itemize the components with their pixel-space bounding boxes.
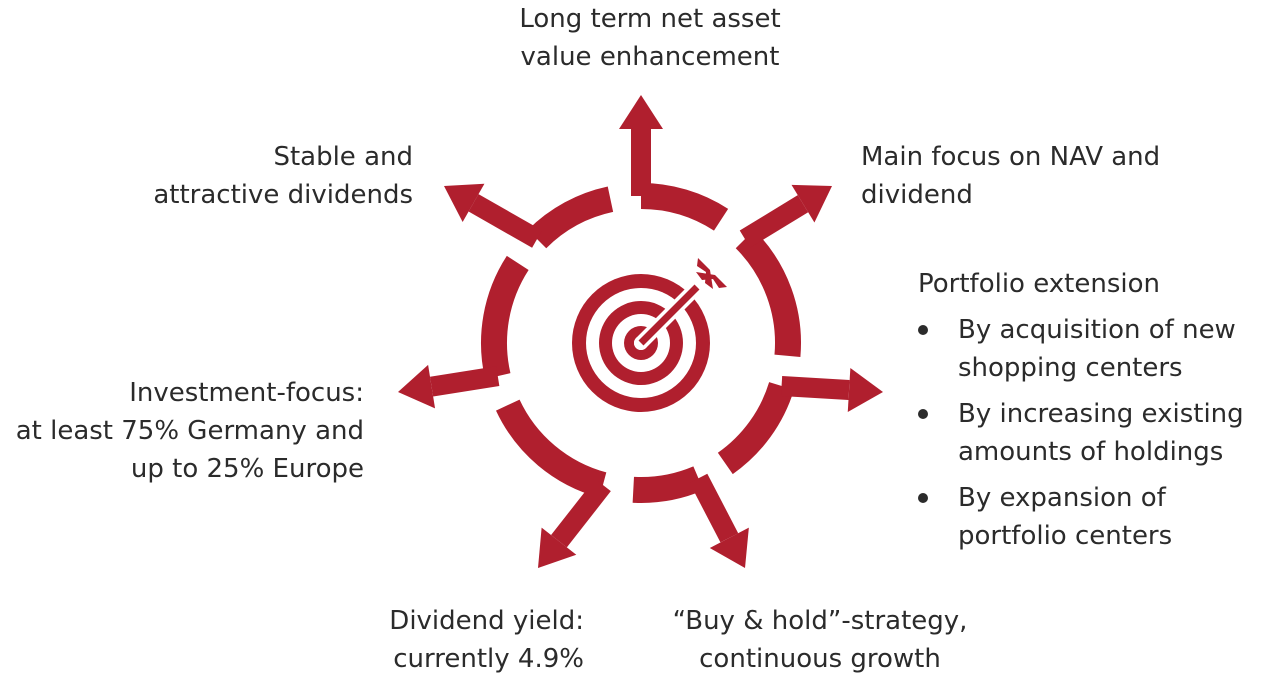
label-top-left-line-1: Stable and <box>273 142 413 172</box>
arrow-head <box>709 527 749 568</box>
bullet-dot <box>918 409 928 419</box>
label-left-line-2: at least 75% Germany and <box>15 416 364 446</box>
arrow-head <box>847 368 883 412</box>
label-top-left-line-2: attractive dividends <box>153 180 413 210</box>
label-bottom-right: “Buy & hold”-strategy, continuous growth <box>650 602 990 678</box>
bullet-dot <box>918 493 928 503</box>
label-right-title: Portfolio extension <box>918 269 1160 299</box>
label-bottom-right-line-1: “Buy & hold”-strategy, <box>672 606 968 636</box>
bullet-item: By acquisition of new shopping centers <box>918 311 1258 387</box>
arrow-shaft <box>689 473 739 543</box>
label-top-right-line-2: dividend <box>861 180 973 210</box>
arrow-shaft <box>551 478 611 548</box>
arrow-shaft <box>739 195 809 248</box>
label-bottom-right-line-2: continuous growth <box>699 644 941 674</box>
bullet-1-line-1: By acquisition of new <box>958 315 1236 345</box>
label-top-left: Stable and attractive dividends <box>100 138 413 214</box>
arrow-head <box>538 527 577 568</box>
ring-segment <box>632 466 704 503</box>
label-top: Long term net asset value enhancement <box>480 0 820 76</box>
bullet-3-line-1: By expansion of <box>958 483 1166 513</box>
ring-segment <box>640 183 729 231</box>
arrow-shaft <box>468 194 543 248</box>
arrow-head <box>791 184 832 223</box>
bullet-2-line-2: amounts of holdings <box>958 437 1224 467</box>
arrow-head <box>398 364 436 409</box>
label-left-line-3: up to 25% Europe <box>130 454 364 484</box>
bullet-3-line-2: portfolio centers <box>958 521 1173 551</box>
arrow-shaft <box>780 375 850 400</box>
bullet-item: By expansion of portfolio centers <box>918 479 1258 555</box>
label-top-line-2: value enhancement <box>520 42 780 72</box>
arrow-head <box>619 95 663 129</box>
label-bottom-left-line-2: currently 4.9% <box>393 644 584 674</box>
label-left-line-1: Investment-focus: <box>129 378 364 408</box>
ring-arrows <box>398 95 883 568</box>
ring-segment <box>717 381 795 475</box>
ring-segment <box>495 399 607 498</box>
bullet-item: By increasing existing amounts of holdin… <box>918 395 1258 471</box>
label-top-line-1: Long term net asset <box>519 4 781 34</box>
bullet-1-line-2: shopping centers <box>958 353 1183 383</box>
label-bottom-left: Dividend yield: currently 4.9% <box>330 602 584 678</box>
ring-segment <box>735 229 801 357</box>
ring-segment <box>481 255 529 379</box>
portfolio-bullets: By acquisition of new shopping centers B… <box>918 311 1258 555</box>
label-top-right-line-1: Main focus on NAV and <box>861 142 1161 172</box>
bullet-dot <box>918 325 928 335</box>
label-right: Portfolio extension By acquisition of ne… <box>918 265 1258 563</box>
label-bottom-left-line-1: Dividend yield: <box>389 606 584 636</box>
label-top-right: Main focus on NAV and dividend <box>861 138 1241 214</box>
arrow-shaft <box>429 366 500 397</box>
label-left: Investment-focus: at least 75% Germany a… <box>0 374 364 488</box>
ring-segment <box>527 186 614 249</box>
target-arrow-icon <box>572 258 727 412</box>
bullet-2-line-1: By increasing existing <box>958 399 1244 429</box>
arrow-head <box>444 183 485 222</box>
